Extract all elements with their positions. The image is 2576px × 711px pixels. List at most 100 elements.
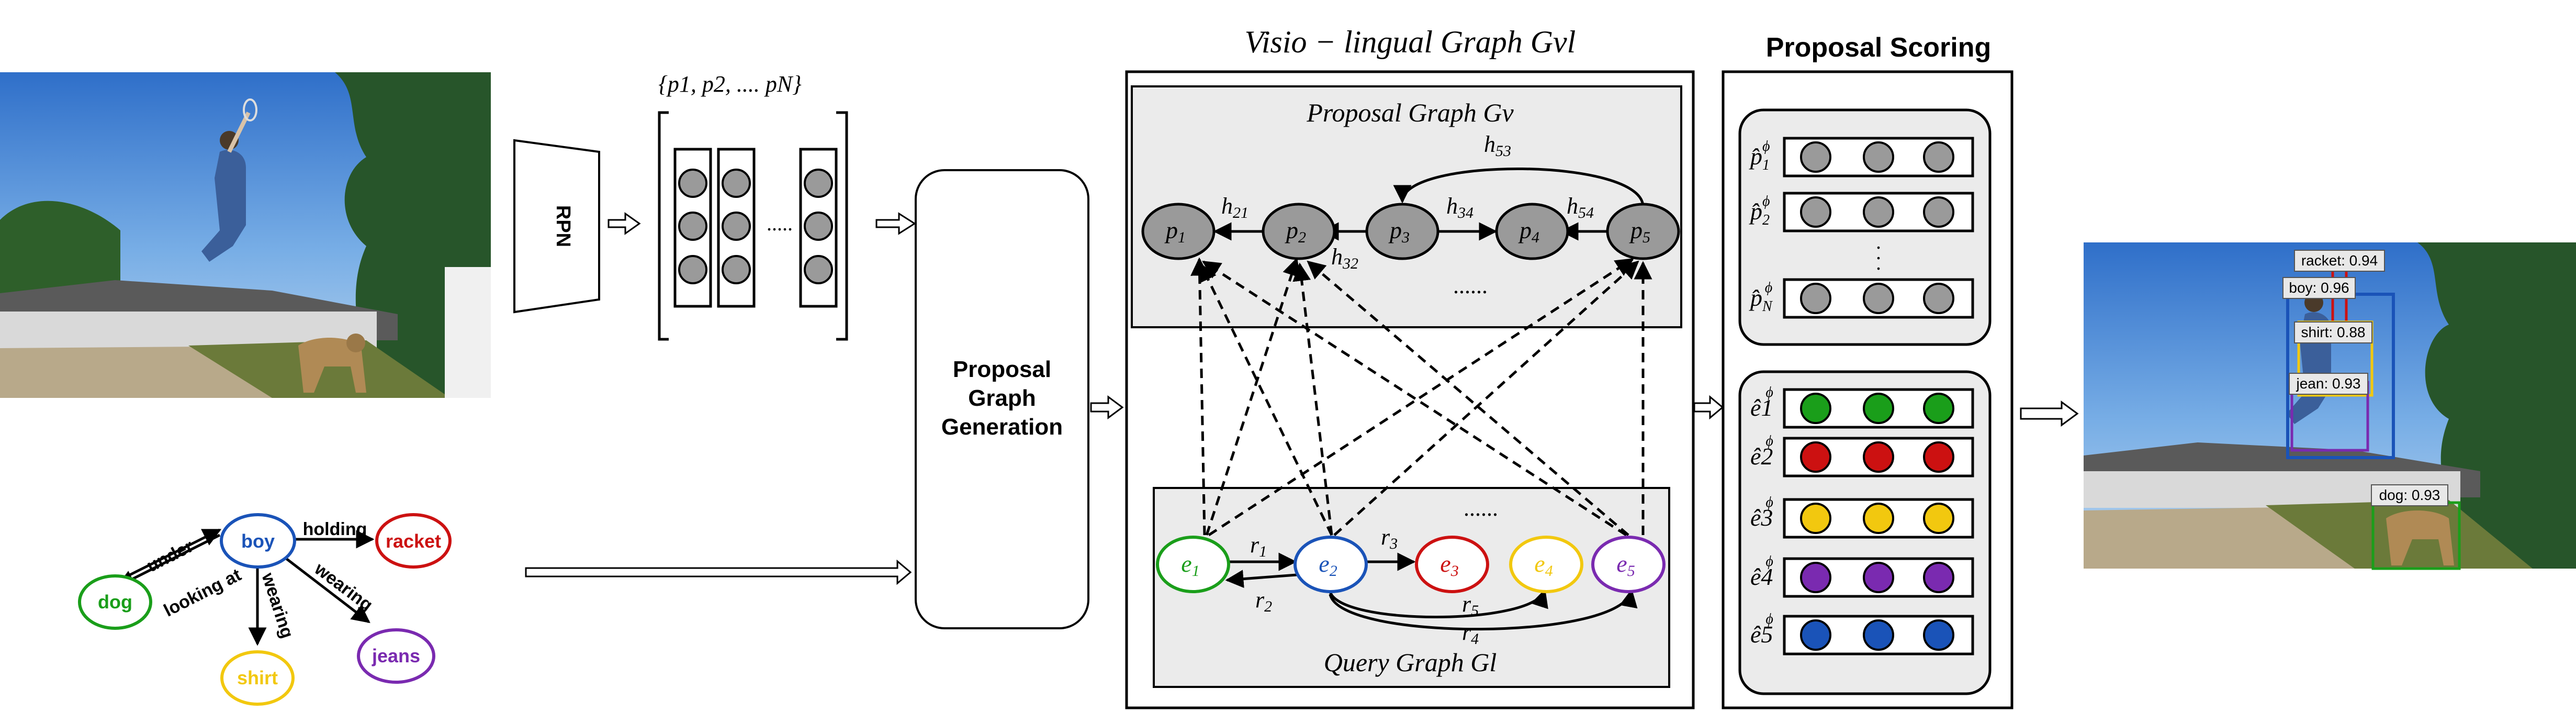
scene-node-jeans	[357, 628, 435, 684]
svg-text:shirt: 0.88: shirt: 0.88	[2301, 324, 2366, 340]
score-circle	[1923, 196, 1954, 228]
query-graph-edges	[1225, 552, 1638, 631]
score-row: p̂1ϕ	[1749, 137, 1974, 177]
score-row: ê2ϕ	[1750, 433, 1974, 477]
svg-text:e1: e1	[1181, 550, 1199, 580]
proposal-set-label: {p1, p2, .... pN}	[658, 71, 802, 97]
svg-text:dog: dog	[98, 591, 132, 613]
output-image: racket: 0.94 boy: 0.96 shirt: 0.88 jean:…	[2084, 242, 2576, 570]
svg-text:dog: 0.93: dog: 0.93	[2379, 487, 2440, 503]
entity-node-e3	[1415, 536, 1489, 593]
score-row: ê5ϕ	[1750, 611, 1974, 656]
proposal-feature-column	[799, 148, 838, 308]
score-circle	[1800, 441, 1831, 473]
svg-text:jean: 0.93: jean: 0.93	[2296, 375, 2361, 392]
proposal-scoring: Proposal Scoring p̂1ϕp̂2ϕp̂Nϕê1ϕê2ϕê3ϕê4…	[1722, 32, 2013, 709]
input-image	[0, 72, 491, 398]
entity-node-e5	[1591, 536, 1666, 593]
svg-text:.: .	[1876, 251, 1881, 274]
score-circle	[1800, 196, 1831, 228]
score-circle	[1923, 503, 1954, 534]
score-circle	[1863, 393, 1894, 424]
score-circle	[1800, 283, 1831, 314]
score-circle	[1923, 441, 1954, 473]
score-circle	[1923, 283, 1954, 314]
feature-circle	[678, 255, 707, 284]
proposal-node-p2	[1262, 203, 1336, 260]
feature-circle	[804, 169, 833, 198]
proposal-graph-generation-block: Proposal Graph Generation	[915, 169, 1089, 629]
proposal-graph-title: Proposal Graph Gv	[1306, 98, 1514, 127]
score-circle	[1863, 619, 1894, 651]
feature-circle	[678, 169, 707, 198]
scene-graph: under looking at holding wearing wearing…	[78, 513, 452, 706]
hollow-arrow-scoring	[2020, 401, 2079, 427]
detection-label-jean: jean: 0.93	[2289, 373, 2368, 395]
scene-node-boy	[220, 513, 296, 569]
feature-circle	[804, 212, 833, 241]
ppg-label-line3: Generation	[941, 414, 1063, 440]
proposal-dots: .....	[767, 212, 793, 235]
svg-text:p3: p3	[1388, 217, 1410, 246]
proposal-graph-edges	[1213, 168, 1645, 241]
score-circle	[1863, 141, 1894, 173]
score-row: ê1ϕ	[1750, 384, 1974, 429]
scene-edge-looking-at: looking at	[161, 565, 244, 621]
vl-graph-title: Visio − lingual Graph Gvl	[1245, 25, 1576, 59]
query-graph-ellipsis: ......	[1464, 495, 1498, 521]
proposal-feature-column	[673, 148, 712, 308]
score-circle	[1863, 283, 1894, 314]
entity-node-e2	[1293, 536, 1368, 593]
proposal-scores-dots: .	[1876, 230, 1881, 253]
cross-graph-links	[1190, 257, 1652, 537]
detection-label-shirt: shirt: 0.88	[2294, 321, 2372, 343]
scene-node-shirt	[220, 650, 295, 706]
proposal-node-p5	[1606, 203, 1680, 260]
score-row: ê4ϕ	[1750, 553, 1974, 598]
hollow-arrow-pgg	[1090, 395, 1124, 419]
feature-circle	[722, 255, 751, 284]
scene-edge-wearing-jeans: wearing	[310, 559, 376, 615]
query-graph-title: Query Graph Gl	[1324, 648, 1497, 677]
score-row-label: ê3ϕ	[1750, 494, 1773, 531]
svg-text:jeans: jeans	[372, 645, 420, 666]
score-circle	[1863, 562, 1894, 593]
feature-circle	[804, 255, 833, 284]
detection-label-boy: boy: 0.96	[2282, 277, 2356, 299]
scene-edge-holding: holding	[303, 519, 367, 539]
proposal-node-p1	[1141, 203, 1216, 260]
score-circle	[1923, 619, 1954, 651]
score-row-label: p̂2ϕ	[1749, 193, 1770, 228]
detection-label-racket: racket: 0.94	[2294, 250, 2385, 272]
feature-circle	[678, 212, 707, 241]
score-row-label: p̂Nϕ	[1749, 280, 1773, 315]
svg-text:boy: boy	[241, 530, 275, 552]
score-circle	[1923, 141, 1954, 173]
rpn-label: RPN	[552, 205, 574, 247]
entity-node-e4	[1509, 536, 1583, 593]
score-row-label: ê5ϕ	[1750, 611, 1773, 648]
hollow-arrow-vl-graph	[1693, 395, 1724, 420]
score-circle	[1863, 196, 1894, 228]
rpn-block: RPN	[513, 139, 600, 314]
hollow-arrow-proposals	[875, 212, 916, 235]
visio-lingual-graph: Visio − lingual Graph Gvl Proposal Graph…	[1125, 25, 1695, 709]
score-row-label: ê2ϕ	[1750, 433, 1773, 470]
ppg-label-line1: Proposal	[953, 357, 1051, 382]
ppg-label-line2: Graph	[968, 385, 1036, 411]
svg-text:e3: e3	[1440, 550, 1458, 580]
score-circle	[1800, 141, 1831, 173]
feature-circle	[722, 169, 751, 198]
svg-text:racket: 0.94: racket: 0.94	[2301, 252, 2378, 269]
score-circle	[1863, 503, 1894, 534]
entity-node-e1	[1156, 536, 1230, 593]
scene-edge-under: under	[143, 536, 196, 576]
score-circle	[1923, 393, 1954, 424]
hollow-arrow-scene-graph	[525, 559, 912, 585]
svg-text:boy: 0.96: boy: 0.96	[2289, 280, 2349, 296]
detection-label-dog: dog: 0.93	[2371, 484, 2448, 506]
score-row-label: p̂1ϕ	[1749, 138, 1770, 173]
proposal-set: {p1, p2, .... pN} .....	[658, 71, 848, 341]
edge-r5: r5	[1462, 591, 1479, 619]
